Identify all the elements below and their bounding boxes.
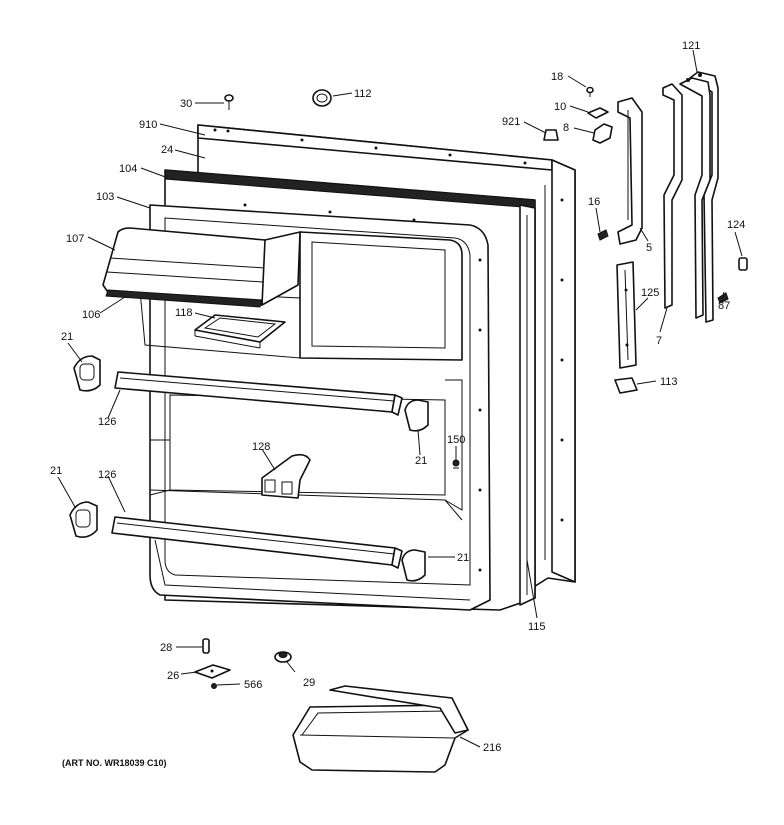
- callout-104: 104: [119, 163, 137, 175]
- leader-lines: [57, 49, 743, 748]
- liner-bottom-edge: [154, 539, 471, 601]
- screw-18: [586, 86, 594, 97]
- callout-10: 10: [554, 101, 566, 113]
- callout-566: 566: [244, 679, 262, 691]
- callout-16: 16: [588, 196, 600, 208]
- callout-106: 106: [82, 309, 100, 321]
- shelf-bar-126-upper: [114, 371, 403, 416]
- butter-tray-118: [194, 314, 286, 349]
- hinge-pin-124: [738, 257, 748, 271]
- callout-8: 8: [563, 122, 569, 134]
- callout-115: 115: [528, 621, 546, 633]
- callout-21-right-lower: 21: [457, 552, 469, 564]
- callout-118: 118: [175, 307, 193, 319]
- callout-107: 107: [66, 233, 84, 245]
- shelf-retainer-21-right-upper: [404, 399, 429, 432]
- callout-labels: 30 112 910 24 104 103 107 106 118 21 126…: [50, 40, 745, 754]
- screw-566: [211, 683, 217, 689]
- callout-18: 18: [551, 71, 563, 83]
- screw-16: [597, 229, 609, 241]
- callout-113: 113: [660, 376, 678, 388]
- callout-21-left-lower: 21: [50, 465, 62, 477]
- callout-121: 121: [682, 40, 700, 52]
- callout-150: 150: [447, 434, 465, 446]
- channel-125: [616, 261, 637, 369]
- shelf-retainer-21-left-upper: [73, 355, 101, 392]
- callout-921: 921: [502, 116, 520, 128]
- shim-10: [587, 107, 609, 119]
- callout-910: 910: [139, 119, 157, 131]
- hinge-arm-121: [679, 71, 719, 323]
- callout-112: 112: [354, 88, 372, 100]
- bin-216: [292, 685, 469, 773]
- hinge-cover-8: [592, 123, 613, 144]
- callout-30: 30: [180, 98, 192, 110]
- callout-24: 24: [161, 144, 173, 156]
- shelf-retainer-21-right-lower: [401, 549, 426, 582]
- callout-26: 26: [167, 670, 179, 682]
- hinge-arm-7: [662, 83, 683, 309]
- dairy-compartment-107: [102, 227, 301, 308]
- bracket-113: [614, 377, 638, 394]
- callout-103: 103: [96, 191, 114, 203]
- shelf-retainer-21-left-lower: [69, 501, 98, 538]
- callout-5: 5: [646, 242, 652, 254]
- callout-21-left-upper: 21: [61, 331, 73, 343]
- art-number: (ART NO. WR18039 C10): [62, 758, 167, 768]
- cap-921: [543, 129, 559, 141]
- screw-30: [224, 94, 234, 110]
- callout-125: 125: [641, 287, 659, 299]
- callout-21-right-upper: 21: [415, 455, 427, 467]
- callout-87: 87: [718, 300, 730, 312]
- hinge-plate-26: [194, 664, 231, 679]
- callout-28: 28: [160, 642, 172, 654]
- callout-7: 7: [656, 335, 662, 347]
- hinge-5: [617, 97, 643, 245]
- callout-128: 128: [252, 441, 270, 453]
- bushing-29: [274, 651, 292, 663]
- callout-126-lower: 126: [98, 469, 116, 481]
- callout-126-upper: 126: [98, 416, 116, 428]
- pin-28: [202, 638, 210, 654]
- callout-216: 216: [483, 742, 501, 754]
- door-liner-103: [139, 203, 491, 611]
- shelf-bar-126-lower: [111, 516, 403, 569]
- plug-112: [312, 89, 332, 107]
- bracket-128: [261, 453, 311, 499]
- callout-29: 29: [303, 677, 315, 689]
- callout-124: 124: [727, 219, 745, 231]
